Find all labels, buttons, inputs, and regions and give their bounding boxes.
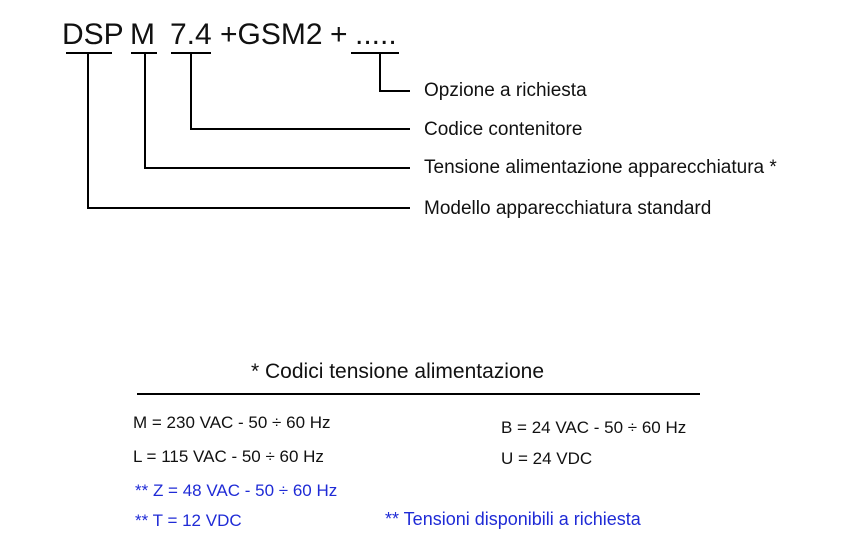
voltage-u: U = 24 VDC xyxy=(501,449,593,468)
code-gsm2: +GSM2 xyxy=(220,18,323,51)
voltage-l: L = 115 VAC - 50 ÷ 60 Hz xyxy=(133,447,324,466)
voltage-note: ** Tensioni disponibili a richiesta xyxy=(385,509,641,529)
voltage-t: ** T = 12 VDC xyxy=(135,511,242,530)
tensione-connector xyxy=(144,53,410,169)
label-modello: Modello apparecchiatura standard xyxy=(424,198,712,219)
code-7-4: 7.4 xyxy=(170,18,212,51)
codice-connector xyxy=(190,53,410,130)
code-dsp: DSP xyxy=(62,18,124,51)
label-codice: Codice contenitore xyxy=(424,119,583,140)
voltage-b: B = 24 VAC - 50 ÷ 60 Hz xyxy=(501,418,687,437)
label-tensione: Tensione alimentazione apparecchiatura * xyxy=(424,157,777,178)
voltage-m: M = 230 VAC - 50 ÷ 60 Hz xyxy=(133,413,331,432)
code-m: M xyxy=(130,18,155,51)
code-plus: + xyxy=(330,18,348,51)
modello-connector xyxy=(87,53,410,209)
voltage-title: * Codici tensione alimentazione xyxy=(251,360,545,383)
label-opzione: Opzione a richiesta xyxy=(424,80,587,101)
code-dots: ..... xyxy=(355,18,397,51)
voltage-z: ** Z = 48 VAC - 50 ÷ 60 Hz xyxy=(135,481,338,500)
opzione-connector xyxy=(379,53,410,92)
